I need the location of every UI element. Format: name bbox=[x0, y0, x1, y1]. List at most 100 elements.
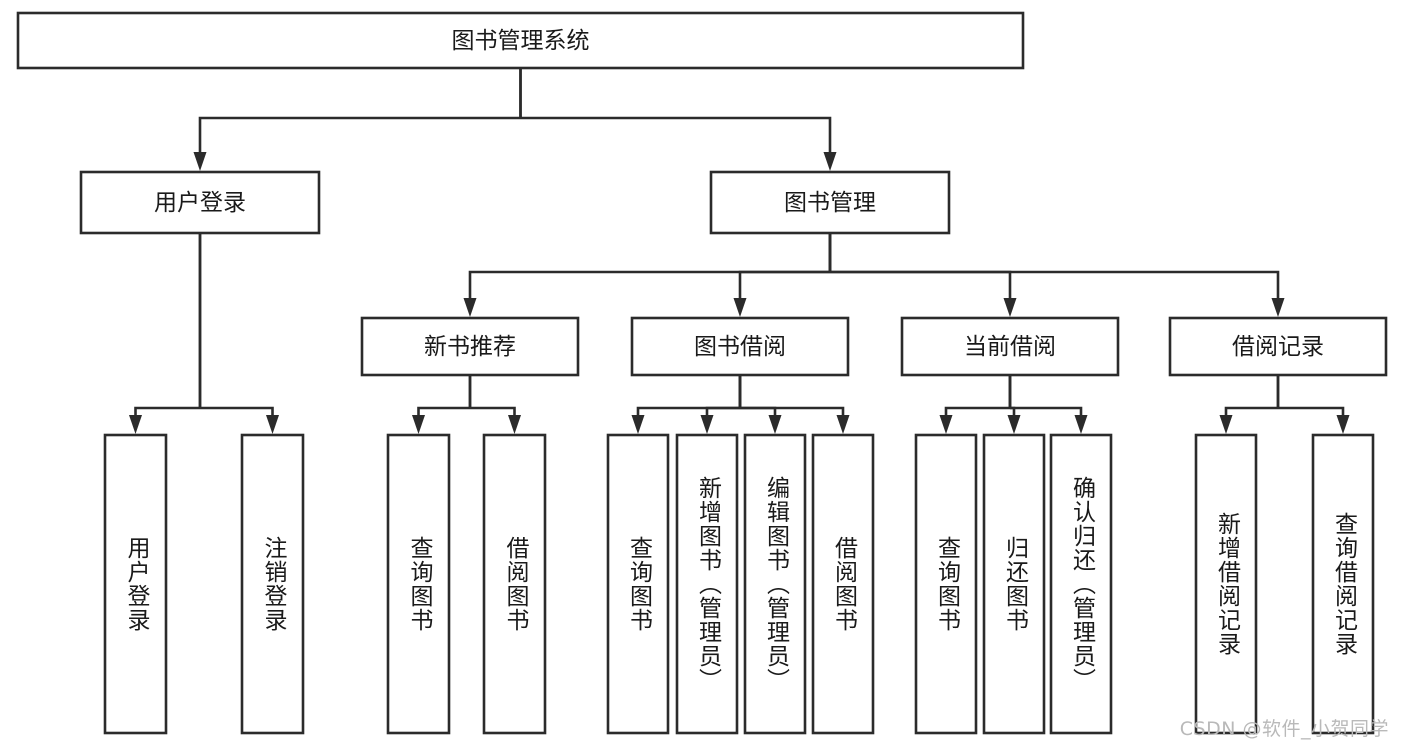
node-box-leaf-borrow-book-recommend[interactable] bbox=[482, 433, 547, 735]
node-user-login[interactable]: 用户登录 bbox=[79, 170, 321, 235]
edge-book-manage-to-new-book-recommend bbox=[463, 233, 832, 317]
arrow-head-icon bbox=[193, 152, 207, 171]
node-leaf-query-book-current[interactable] bbox=[914, 433, 978, 735]
node-leaf-query-book-borrow[interactable] bbox=[606, 433, 670, 735]
edge-run bbox=[134, 406, 200, 415]
node-leaf-return-book[interactable] bbox=[982, 433, 1046, 735]
node-box-leaf-query-borrow-record[interactable] bbox=[1311, 433, 1375, 735]
node-box-leaf-add-book-admin[interactable] bbox=[675, 433, 739, 735]
edge-run bbox=[830, 270, 1280, 298]
node-current-borrow[interactable]: 当前借阅 bbox=[900, 316, 1120, 377]
edge-run bbox=[1278, 406, 1345, 415]
edge-new-book-recommend-to-leaf-borrow-book-recommend bbox=[468, 375, 521, 434]
edge-run bbox=[520, 116, 832, 152]
node-box-root[interactable] bbox=[16, 11, 1025, 70]
node-leaf-confirm-return-admin[interactable] bbox=[1049, 433, 1113, 735]
arrow-head-icon bbox=[1271, 298, 1285, 317]
arrow-head-icon bbox=[1336, 415, 1350, 434]
node-box-leaf-confirm-return-admin[interactable] bbox=[1049, 433, 1113, 735]
node-label-book-borrow: 图书借阅 bbox=[694, 334, 786, 360]
node-label-new-book-recommend: 新书推荐 bbox=[424, 334, 516, 360]
edge-book-manage-to-book-borrow bbox=[733, 233, 832, 317]
edge-book-manage-to-current-borrow bbox=[828, 233, 1017, 317]
edge-new-book-recommend-to-leaf-query-book-recommend bbox=[412, 375, 472, 434]
node-box-new-book-recommend[interactable] bbox=[360, 316, 580, 377]
arrow-head-icon bbox=[1003, 298, 1017, 317]
node-borrow-record[interactable]: 借阅记录 bbox=[1168, 316, 1388, 377]
node-box-leaf-logout[interactable] bbox=[240, 433, 305, 735]
edge-run bbox=[705, 406, 740, 415]
edge-run bbox=[468, 270, 830, 298]
node-leaf-query-book-recommend[interactable] bbox=[386, 433, 451, 735]
node-root[interactable]: 图书管理系统 bbox=[16, 11, 1025, 70]
edge-book-borrow-to-leaf-edit-book-admin bbox=[738, 375, 782, 434]
node-leaf-query-borrow-record[interactable] bbox=[1311, 433, 1375, 735]
node-box-leaf-query-book-current[interactable] bbox=[914, 433, 978, 735]
node-box-leaf-user-login[interactable] bbox=[103, 433, 168, 735]
node-book-borrow[interactable]: 图书借阅 bbox=[630, 316, 850, 377]
node-leaf-user-login[interactable] bbox=[103, 433, 168, 735]
arrow-head-icon bbox=[1219, 415, 1233, 434]
arrow-head-icon bbox=[508, 415, 521, 434]
node-leaf-add-borrow-record[interactable] bbox=[1194, 433, 1258, 735]
edge-run bbox=[738, 270, 830, 298]
arrow-head-icon bbox=[463, 298, 477, 317]
arrow-head-icon bbox=[412, 415, 425, 434]
edge-user-login-to-leaf-user-login bbox=[129, 233, 202, 434]
edge-current-borrow-to-leaf-query-book-current bbox=[939, 375, 1012, 434]
node-box-leaf-add-borrow-record[interactable] bbox=[1194, 433, 1258, 735]
node-leaf-borrow-book[interactable] bbox=[811, 433, 875, 735]
arrow-head-icon bbox=[823, 152, 837, 171]
node-leaf-add-book-admin[interactable] bbox=[675, 433, 739, 735]
node-box-user-login[interactable] bbox=[79, 170, 321, 235]
edge-borrow-record-to-leaf-query-borrow-record bbox=[1276, 375, 1350, 434]
node-box-book-borrow[interactable] bbox=[630, 316, 850, 377]
node-label-book-manage: 图书管理 bbox=[784, 190, 876, 216]
edge-book-borrow-to-leaf-borrow-book bbox=[738, 375, 850, 434]
node-leaf-borrow-book-recommend[interactable] bbox=[482, 433, 547, 735]
node-box-leaf-return-book[interactable] bbox=[982, 433, 1046, 735]
node-box-book-manage[interactable] bbox=[709, 170, 951, 235]
node-box-leaf-query-book-borrow[interactable] bbox=[606, 433, 670, 735]
watermark: CSDN @软件_小贺同学 bbox=[1179, 718, 1389, 740]
edge-run bbox=[944, 406, 1010, 415]
edge-run bbox=[830, 270, 1012, 298]
edge-borrow-record-to-leaf-add-borrow-record bbox=[1219, 375, 1280, 434]
node-leaf-logout[interactable] bbox=[240, 433, 305, 735]
arrow-head-icon bbox=[700, 415, 714, 434]
connector-layer bbox=[129, 68, 1350, 434]
edge-book-borrow-to-leaf-add-book-admin bbox=[700, 375, 742, 434]
edge-book-manage-to-borrow-record bbox=[828, 233, 1285, 317]
node-box-leaf-edit-book-admin[interactable] bbox=[743, 433, 807, 735]
arrow-head-icon bbox=[631, 415, 645, 434]
node-box-leaf-query-book-recommend[interactable] bbox=[386, 433, 451, 735]
node-box-borrow-record[interactable] bbox=[1168, 316, 1388, 377]
edge-current-borrow-to-leaf-confirm-return-admin bbox=[1008, 375, 1088, 434]
node-box-leaf-borrow-book[interactable] bbox=[811, 433, 875, 735]
edge-user-login-to-leaf-logout bbox=[198, 233, 279, 434]
arrow-head-icon bbox=[266, 415, 279, 434]
node-label-user-login: 用户登录 bbox=[154, 190, 246, 216]
edge-root-to-book-manage bbox=[519, 68, 837, 171]
node-label-current-borrow: 当前借阅 bbox=[964, 334, 1056, 360]
arrow-head-icon bbox=[129, 415, 142, 434]
edge-run bbox=[1010, 406, 1083, 415]
edge-run bbox=[740, 406, 845, 415]
node-book-manage[interactable]: 图书管理 bbox=[709, 170, 951, 235]
arrow-head-icon bbox=[836, 415, 850, 434]
node-label-borrow-record: 借阅记录 bbox=[1232, 334, 1324, 360]
node-box-current-borrow[interactable] bbox=[900, 316, 1120, 377]
node-label-root: 图书管理系统 bbox=[452, 28, 590, 54]
arrow-head-icon bbox=[768, 415, 782, 434]
arrow-head-icon bbox=[1074, 415, 1088, 434]
edge-run bbox=[417, 406, 470, 415]
edge-run bbox=[1224, 406, 1278, 415]
node-new-book-recommend[interactable]: 新书推荐 bbox=[360, 316, 580, 377]
arrow-head-icon bbox=[939, 415, 953, 434]
arrow-head-icon bbox=[1007, 415, 1021, 434]
node-leaf-edit-book-admin[interactable] bbox=[743, 433, 807, 735]
edge-run bbox=[470, 406, 516, 415]
